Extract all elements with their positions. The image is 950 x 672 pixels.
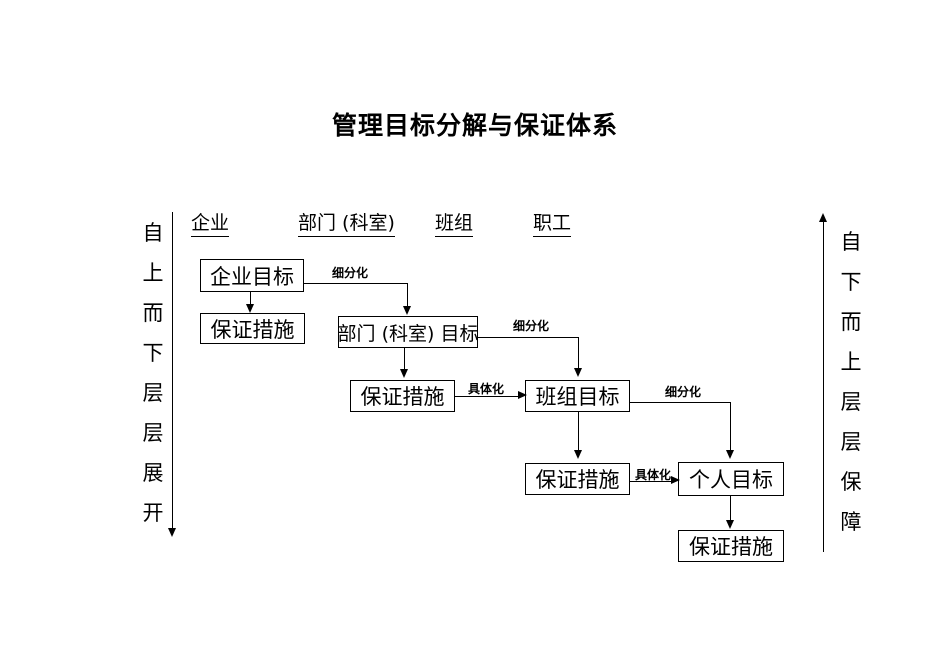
left-axis-label: 自上而下层层展开 bbox=[142, 221, 164, 525]
edge-team-to-personal-v bbox=[730, 402, 731, 451]
node-team-goal[interactable]: 班组目标 bbox=[525, 380, 630, 412]
edge-team-measure-to-personal-h bbox=[630, 481, 673, 482]
node-department-measure[interactable]: 保证措施 bbox=[350, 380, 455, 412]
page-title: 管理目标分解与保证体系 bbox=[331, 111, 618, 140]
edge-enterprise-to-department-h bbox=[304, 283, 408, 284]
edge-department-goal-to-measure-arrow-icon bbox=[400, 369, 408, 378]
node-team-measure[interactable]: 保证措施 bbox=[525, 463, 630, 495]
edge-label-xifenhua-3: 细分化 bbox=[665, 385, 702, 399]
column-header-staff: 职工 bbox=[533, 211, 572, 237]
edge-personal-goal-to-measure-line bbox=[730, 496, 731, 521]
edge-department-to-team-arrow-icon bbox=[574, 368, 582, 377]
edge-team-goal-to-measure-arrow-icon bbox=[574, 450, 582, 459]
column-header-team: 班组 bbox=[435, 211, 474, 237]
left-axis-arrow-down-icon bbox=[168, 528, 176, 537]
node-enterprise-goal[interactable]: 企业目标 bbox=[200, 259, 304, 292]
edge-enterprise-goal-to-measure-line bbox=[250, 292, 251, 305]
edge-enterprise-goal-to-measure-arrow-icon bbox=[246, 304, 254, 313]
edge-department-to-team-v bbox=[578, 337, 579, 369]
edge-team-to-personal-arrow-icon bbox=[726, 450, 734, 459]
edge-team-measure-to-personal-arrow-icon bbox=[671, 476, 680, 484]
edge-label-xifenhua-2: 细分化 bbox=[513, 319, 550, 333]
node-department-goal[interactable]: 部门 (科室) 目标 bbox=[338, 316, 478, 348]
column-header-enterprise: 企业 bbox=[191, 211, 230, 237]
edge-label-jutihua-2: 具体化 bbox=[635, 468, 672, 482]
edge-department-measure-to-team-arrow-icon bbox=[518, 391, 527, 399]
left-axis-line bbox=[172, 212, 173, 530]
edge-department-measure-to-team-h bbox=[455, 396, 519, 397]
edge-department-goal-to-measure-line bbox=[404, 348, 405, 370]
edge-team-to-personal-h bbox=[630, 402, 731, 403]
right-axis-label: 自下而上层层保障 bbox=[840, 230, 862, 534]
edge-department-to-team-h bbox=[478, 337, 579, 338]
edge-team-goal-to-measure-line bbox=[578, 412, 579, 451]
edge-label-jutihua-1: 具体化 bbox=[468, 382, 505, 396]
node-personal-measure[interactable]: 保证措施 bbox=[678, 530, 784, 562]
edge-label-xifenhua-1: 细分化 bbox=[332, 266, 369, 280]
edge-enterprise-to-department-arrow-icon bbox=[403, 306, 411, 315]
edge-enterprise-to-department-v bbox=[407, 283, 408, 307]
column-header-department: 部门 (科室) bbox=[298, 211, 395, 237]
right-axis-arrow-up-icon bbox=[819, 213, 827, 222]
edge-personal-goal-to-measure-arrow-icon bbox=[726, 520, 734, 529]
node-personal-goal[interactable]: 个人目标 bbox=[678, 462, 784, 496]
right-axis-line bbox=[823, 222, 824, 552]
node-enterprise-measure[interactable]: 保证措施 bbox=[200, 313, 305, 344]
